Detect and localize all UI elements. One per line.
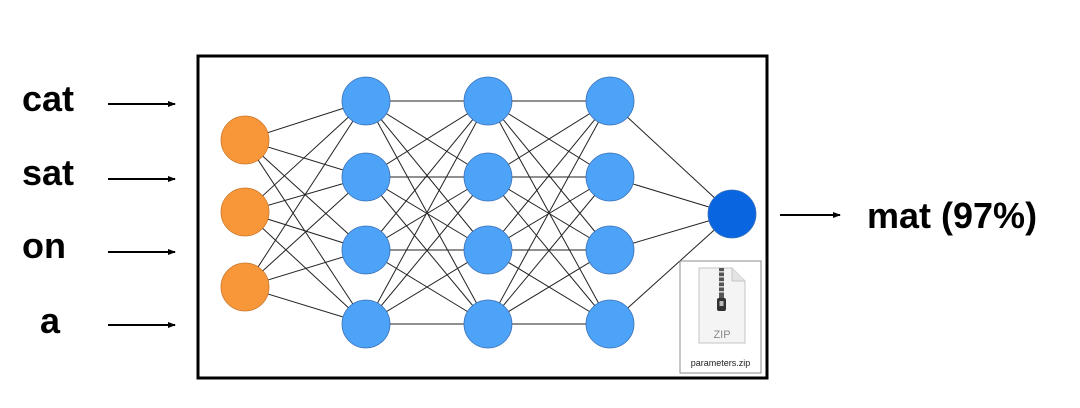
input-word-cat: cat — [22, 78, 74, 119]
output-node-1 — [707, 189, 757, 239]
hidden-node-l1-1 — [341, 76, 391, 126]
edge-l3-3-1 — [487, 100, 611, 251]
edge-l2-4-2 — [365, 176, 489, 325]
hidden-node-l1-2 — [341, 152, 391, 202]
file-name-label: parameters.zip — [691, 358, 751, 368]
edge-l3-4-2 — [487, 176, 611, 325]
hidden-node-l1-4 — [341, 299, 391, 349]
hidden-node-l3-3 — [585, 225, 635, 275]
network-nodes — [220, 76, 757, 349]
edge-l4-4-1 — [609, 213, 733, 325]
edge-l1-3-2 — [244, 176, 367, 288]
edge-l1-2-1 — [244, 100, 367, 213]
hidden-node-l3-1 — [585, 76, 635, 126]
edge-l2-3-1 — [365, 100, 489, 251]
output-label: mat (97%) — [867, 195, 1037, 236]
hidden-node-l3-4 — [585, 299, 635, 349]
hidden-node-l2-3 — [463, 225, 513, 275]
hidden-node-l2-1 — [463, 76, 513, 126]
hidden-node-l3-2 — [585, 152, 635, 202]
input-node-2 — [220, 187, 270, 237]
input-word-a: a — [40, 300, 61, 341]
parameters-file: ZIP parameters.zip — [679, 260, 762, 374]
input-node-3 — [220, 262, 270, 312]
zip-file-icon: ZIP — [698, 267, 746, 344]
edge-l2-4-1 — [365, 100, 489, 325]
edge-l4-1-1 — [609, 100, 733, 215]
input-node-1 — [220, 115, 270, 165]
input-word-on: on — [22, 225, 66, 266]
hidden-node-l1-3 — [341, 225, 391, 275]
zip-badge-label: ZIP — [713, 329, 730, 341]
hidden-node-l2-2 — [463, 152, 513, 202]
hidden-node-l2-4 — [463, 299, 513, 349]
edge-l1-3-1 — [244, 100, 367, 288]
edge-l3-4-1 — [487, 100, 611, 325]
zipper-icon — [717, 268, 726, 311]
input-word-sat: sat — [22, 152, 74, 193]
